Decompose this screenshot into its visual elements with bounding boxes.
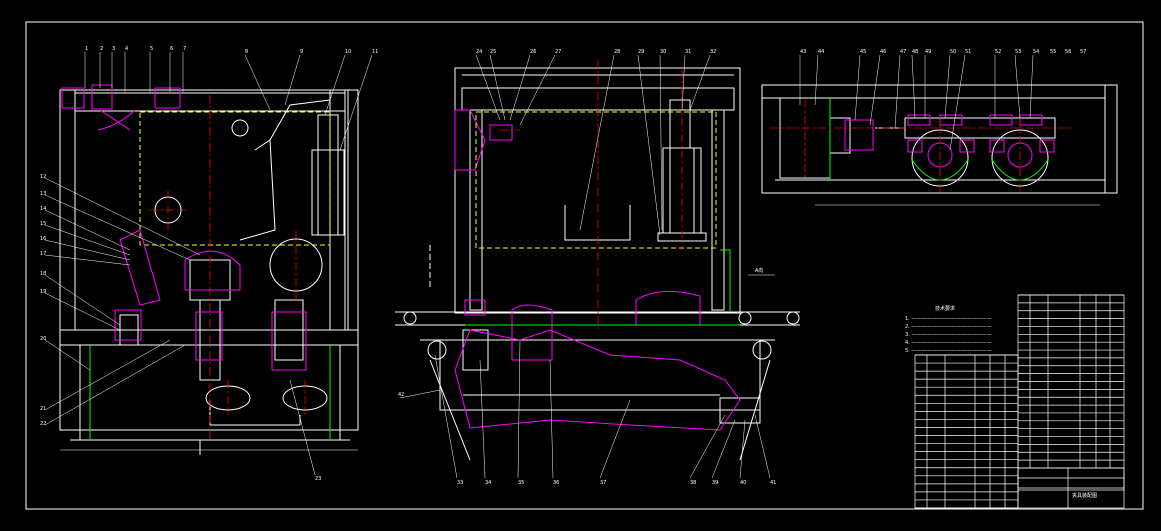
balloon-label: 55 bbox=[1050, 49, 1056, 55]
top-leaders bbox=[799, 54, 1034, 151]
balloon-label: 56 bbox=[1065, 49, 1071, 55]
balloon-label: 5 bbox=[150, 46, 153, 52]
balloon-label: 24 bbox=[476, 49, 482, 55]
balloon-label: 36 bbox=[553, 480, 559, 486]
balloon-label: 53 bbox=[1015, 49, 1021, 55]
balloon-label: 46 bbox=[880, 49, 886, 55]
top-balloons: 43 44 45 46 47 48 49 50 51 52 53 54 55 56 57 bbox=[800, 49, 1086, 55]
side-view bbox=[395, 67, 800, 461]
balloon-label: 16 bbox=[40, 236, 46, 242]
side-hatches bbox=[454, 109, 741, 431]
balloon-label: 52 bbox=[995, 49, 1001, 55]
balloon-label: 2 bbox=[100, 46, 103, 52]
note-line-2: 2. ———————————————— bbox=[905, 324, 991, 330]
balloon-label: 3 bbox=[112, 46, 115, 52]
balloon-label: 29 bbox=[638, 49, 644, 55]
balloon-label: 10 bbox=[345, 49, 351, 55]
front-hatches bbox=[61, 84, 307, 371]
balloon-label: 38 bbox=[690, 480, 696, 486]
balloon-label: 33 bbox=[457, 480, 463, 486]
balloon-label: 47 bbox=[900, 49, 906, 55]
balloon-label: 42 bbox=[398, 392, 404, 398]
balloon-label: 23 bbox=[315, 476, 321, 482]
balloon-label: 54 bbox=[1033, 49, 1039, 55]
top-center-lines bbox=[770, 100, 1075, 195]
balloon-label: 39 bbox=[712, 480, 718, 486]
balloon-label: 27 bbox=[555, 49, 561, 55]
view-label: A向 bbox=[755, 267, 763, 274]
balloon-label: 7 bbox=[183, 46, 186, 52]
balloon-label: 13 bbox=[40, 191, 46, 197]
balloon-label: 8 bbox=[245, 49, 248, 55]
front-cylinder bbox=[311, 149, 345, 236]
balloon-label: 49 bbox=[925, 49, 931, 55]
balloon-label: 18 bbox=[40, 271, 46, 277]
top-aux-lines bbox=[829, 98, 1049, 181]
note-line-1: 1. ———————————————— bbox=[905, 316, 991, 322]
balloon-label: 34 bbox=[485, 480, 491, 486]
balloon-label: 48 bbox=[912, 49, 918, 55]
balloon-label: 32 bbox=[710, 49, 716, 55]
balloon-label: 26 bbox=[530, 49, 536, 55]
front-view bbox=[59, 89, 359, 455]
front-aux-lines bbox=[89, 345, 331, 440]
balloon-label: 6 bbox=[170, 46, 173, 52]
balloon-label: 44 bbox=[818, 49, 824, 55]
front-hidden-outline bbox=[139, 111, 331, 246]
balloon-label: 17 bbox=[40, 251, 46, 257]
note-line-5: 5. ———————————————— bbox=[905, 348, 991, 354]
drawing-border bbox=[25, 21, 1144, 510]
side-aux-lines bbox=[465, 249, 740, 326]
front-frame bbox=[59, 89, 359, 431]
side-center-lines bbox=[500, 60, 683, 330]
balloon-label: 57 bbox=[1080, 49, 1086, 55]
balloon-label: 9 bbox=[300, 49, 303, 55]
top-hatches bbox=[844, 114, 1055, 168]
title-block: 夹具装配图 bbox=[1017, 467, 1125, 509]
balloon-label: 4 bbox=[125, 46, 128, 52]
balloon-label: 1 bbox=[85, 46, 88, 52]
title-block-name: 夹具装配图 bbox=[1072, 492, 1097, 499]
balloon-label: 43 bbox=[800, 49, 806, 55]
balloon-label: 28 bbox=[614, 49, 620, 55]
side-frame bbox=[454, 67, 741, 314]
balloon-label: 37 bbox=[600, 480, 606, 486]
balloon-label: 21 bbox=[40, 406, 46, 412]
balloon-label: 19 bbox=[40, 289, 46, 295]
notes-title: 技术要求 bbox=[935, 305, 955, 312]
balloon-label: 14 bbox=[40, 206, 46, 212]
balloon-label: 22 bbox=[40, 421, 46, 427]
balloon-label: 11 bbox=[372, 49, 378, 55]
balloon-label: 20 bbox=[40, 336, 46, 342]
front-leaders bbox=[44, 52, 373, 476]
parts-list bbox=[914, 294, 1125, 509]
note-line-4: 4. ———————————————— bbox=[905, 340, 991, 346]
tech-notes: 技术要求 1. ———————————————— 2. ————————————… bbox=[905, 305, 991, 354]
balloon-label: 45 bbox=[860, 49, 866, 55]
balloon-label: 31 bbox=[685, 49, 691, 55]
balloon-label: 30 bbox=[660, 49, 666, 55]
balloon-label: 40 bbox=[740, 480, 746, 486]
balloon-label: 35 bbox=[518, 480, 524, 486]
front-center-lines bbox=[150, 95, 306, 440]
balloon-label: 50 bbox=[950, 49, 956, 55]
side-leaders bbox=[399, 54, 771, 479]
balloon-label: 15 bbox=[40, 221, 46, 227]
balloon-label: 41 bbox=[770, 480, 776, 486]
note-line-3: 3. ———————————————— bbox=[905, 332, 991, 338]
balloon-label: 12 bbox=[40, 174, 46, 180]
balloon-label: 51 bbox=[965, 49, 971, 55]
balloon-label: 25 bbox=[490, 49, 496, 55]
side-balloons: 24 25 26 27 28 29 30 31 32 33 34 35 36 37 38 39 40 41 42 bbox=[398, 49, 776, 486]
side-hidden-lines bbox=[475, 111, 717, 249]
top-frame bbox=[761, 84, 1118, 194]
